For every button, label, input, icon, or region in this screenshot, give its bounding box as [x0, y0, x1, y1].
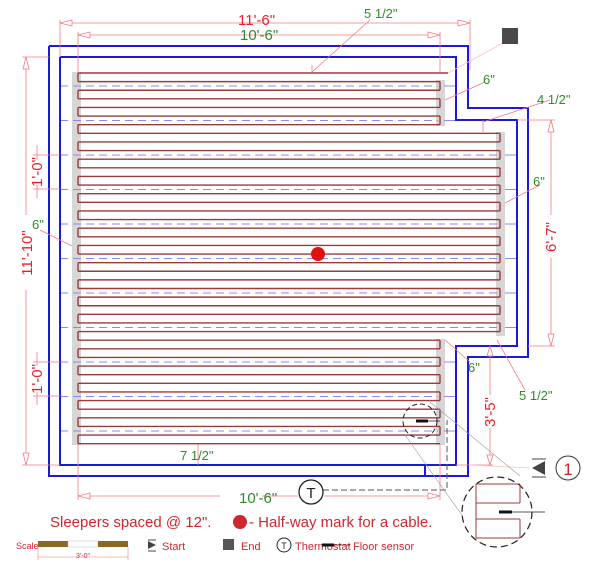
- sensor-detail-view: [461, 476, 545, 548]
- spacing-top-label: 1'-0": [29, 157, 46, 187]
- section-marker[interactable]: 1: [532, 455, 581, 481]
- offset-right-middle: 6": [533, 174, 545, 189]
- thermostat-legend-icon: [276, 537, 292, 553]
- offset-left: 6": [32, 217, 44, 232]
- floor-sensor-label: Floor sensor: [353, 541, 414, 553]
- sleepers-note: Sleepers spaced @ 12".: [50, 514, 211, 531]
- scale-value: 3'-0": [76, 553, 90, 560]
- sleeper-lines: [60, 85, 517, 432]
- thermostat-legend-symbol: T: [281, 541, 287, 551]
- offset-right-lower: 6": [468, 360, 480, 375]
- thermostat-label: Thermostat: [295, 541, 351, 553]
- dimension-arrows: [22, 19, 555, 500]
- outer-wall: [48, 45, 529, 477]
- bottom-width-label: 10'-6": [239, 490, 277, 507]
- overall-width-label: 11'-6": [238, 12, 275, 29]
- right-height-label: 6'-7": [543, 222, 560, 252]
- offset-top: 5 1/2": [364, 6, 398, 21]
- end-marker-icon: [502, 28, 518, 44]
- legend: Scale 3'-0" Start End T Thermostat Floor…: [16, 537, 414, 560]
- scale-bar: [38, 541, 68, 547]
- halfway-legend-dot: [233, 515, 247, 529]
- thermostat-symbol: T: [306, 485, 315, 502]
- heating-cable: [77, 72, 501, 445]
- halfway-mark-dot: [311, 247, 325, 261]
- offset-notch-bottom: 5 1/2": [519, 388, 553, 403]
- overall-height-label: 11'-10": [19, 230, 36, 275]
- end-icon: [223, 539, 234, 550]
- scale-label: Scale: [16, 541, 39, 551]
- sensor-wire: [323, 420, 448, 491]
- section-marker-number: 1: [563, 460, 572, 479]
- offset-right-upper: 6": [483, 72, 495, 87]
- notch-height-label: 3'-5": [482, 397, 499, 427]
- dimension-lines: [22, 19, 555, 500]
- spacing-bottom-label: 1'-0": [29, 364, 46, 394]
- offset-notch-top: 4 1/2": [537, 92, 571, 107]
- inner-wall: [59, 56, 518, 466]
- start-label: Start: [162, 541, 185, 553]
- inner-width-label: 10'-6": [240, 27, 278, 44]
- thermostat-icon[interactable]: [298, 479, 324, 505]
- end-label: End: [241, 541, 261, 553]
- halfway-note: - Half-way mark for a cable.: [249, 514, 432, 531]
- start-icon: [148, 539, 156, 552]
- offset-bottom: 7 1/2": [180, 448, 214, 463]
